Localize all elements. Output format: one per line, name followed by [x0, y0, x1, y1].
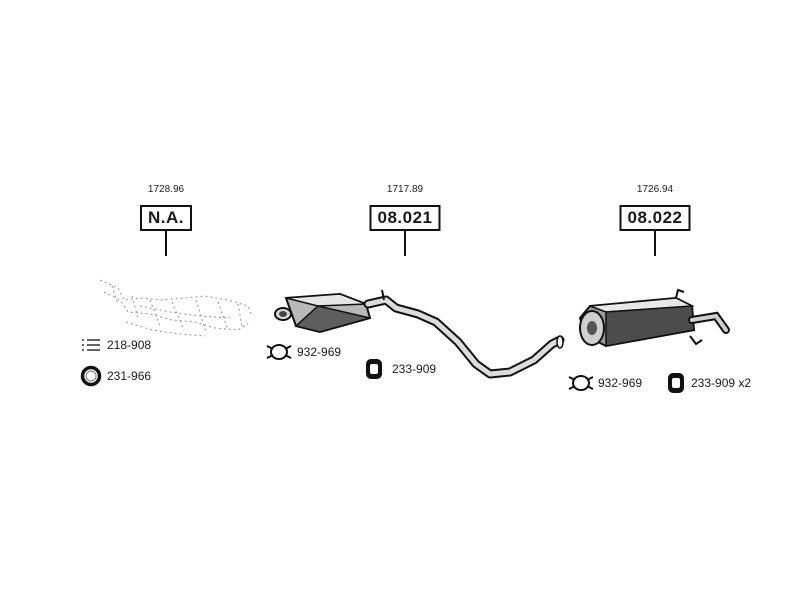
- rubber-mount-icon: [366, 359, 382, 379]
- reference-number: 1717.89: [386, 184, 424, 195]
- part-code-label: 218-908: [107, 338, 152, 352]
- part-code-box[interactable]: 08.021: [369, 205, 441, 231]
- part-item[interactable]: 932-969: [266, 343, 356, 361]
- front-pipe-ghost: [99, 279, 253, 337]
- rubber-mount-icon: [668, 373, 684, 393]
- leader-line: [654, 231, 656, 256]
- part-code-box[interactable]: N.A.: [140, 205, 192, 231]
- part-code-box[interactable]: 08.022: [619, 205, 691, 231]
- part-item[interactable]: 932-969: [568, 374, 658, 392]
- leader-line: [404, 231, 406, 256]
- leader-line: [165, 231, 167, 256]
- part-item[interactable]: 218-908: [80, 337, 170, 353]
- part-code-label: 932-969: [297, 345, 342, 359]
- reference-number: 1728.96: [147, 184, 185, 195]
- clamp-icon: [568, 375, 594, 391]
- reference-number: 1726.94: [636, 184, 674, 195]
- rear-silencer[interactable]: [578, 288, 730, 348]
- part-code-label: 932-969: [598, 376, 643, 390]
- clamp-icon: [266, 344, 292, 360]
- seal-ring-icon: [80, 365, 102, 387]
- part-code-label: 233-909: [392, 362, 437, 376]
- part-code-label: 231-966: [107, 369, 152, 383]
- bolt-set-icon: [82, 339, 100, 351]
- middle-silencer[interactable]: [274, 289, 565, 379]
- part-code-label: 233-909 x2: [691, 376, 752, 390]
- part-item[interactable]: 233-909 x2: [666, 372, 776, 394]
- part-item[interactable]: 233-909: [364, 358, 454, 380]
- part-item[interactable]: 231-966: [80, 365, 170, 387]
